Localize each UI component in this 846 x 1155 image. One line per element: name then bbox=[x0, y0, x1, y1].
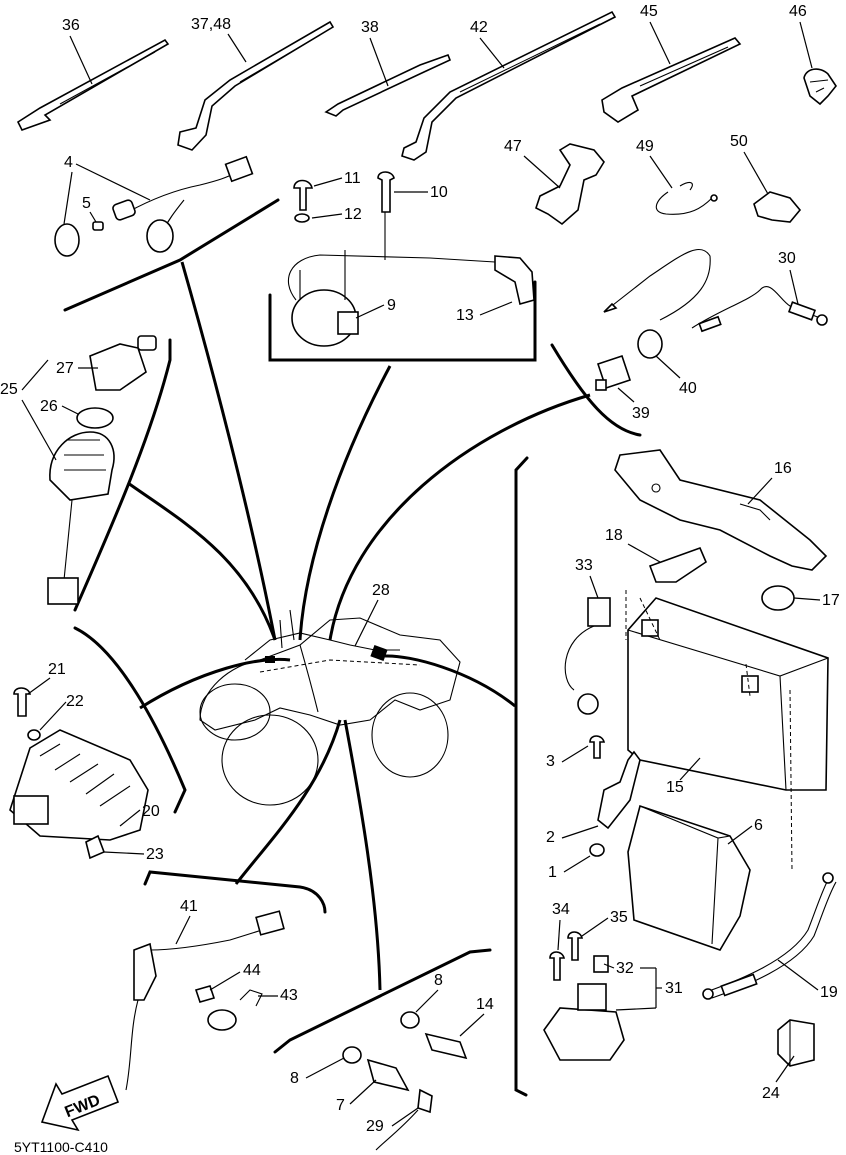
label-21: 21 bbox=[48, 661, 66, 678]
atv-vehicle-outline bbox=[199, 609, 461, 806]
lead-harness-4 bbox=[54, 155, 254, 257]
label-8-upper: 8 bbox=[434, 972, 443, 989]
label-28: 28 bbox=[372, 582, 390, 599]
bracket-47 bbox=[535, 143, 605, 226]
label-16: 16 bbox=[774, 460, 792, 477]
cable-tie-36 bbox=[16, 38, 170, 131]
label-15: 15 bbox=[666, 779, 684, 796]
sensor-group-7-14-29 bbox=[342, 1011, 468, 1151]
label-32: 32 bbox=[616, 960, 634, 977]
label-26: 26 bbox=[40, 398, 58, 415]
label-8-lower: 8 bbox=[290, 1070, 299, 1087]
label-3: 3 bbox=[546, 753, 555, 770]
main-switch-25 bbox=[47, 335, 157, 605]
label-7: 7 bbox=[336, 1097, 345, 1114]
band-18 bbox=[648, 546, 707, 583]
label-27: 27 bbox=[56, 360, 74, 377]
cable-tie-37-48 bbox=[177, 20, 335, 151]
label-43: 43 bbox=[280, 987, 298, 1004]
relay-24 bbox=[777, 1019, 815, 1067]
label-5: 5 bbox=[82, 195, 91, 212]
sensor-group-30-39-40 bbox=[595, 249, 828, 391]
group-brackets bbox=[63, 198, 642, 1097]
label-36: 36 bbox=[62, 17, 80, 34]
battery-15 bbox=[625, 590, 829, 871]
label-29: 29 bbox=[366, 1118, 384, 1135]
label-41: 41 bbox=[180, 898, 198, 915]
label-33: 33 bbox=[575, 557, 593, 574]
label-14: 14 bbox=[476, 996, 494, 1013]
label-25: 25 bbox=[0, 381, 18, 398]
ignition-coil-9 bbox=[287, 171, 535, 347]
battery-box-16 bbox=[614, 449, 828, 571]
label-24: 24 bbox=[762, 1085, 780, 1102]
label-46: 46 bbox=[789, 3, 807, 20]
label-12: 12 bbox=[344, 206, 362, 223]
label-34: 34 bbox=[552, 901, 570, 918]
label-10: 10 bbox=[430, 184, 448, 201]
diagram-code: 5YT1100-C410 bbox=[14, 1139, 108, 1155]
label-35: 35 bbox=[610, 909, 628, 926]
label-13: 13 bbox=[456, 307, 474, 324]
cable-tie-45 bbox=[601, 37, 742, 123]
clamp-46 bbox=[803, 68, 837, 106]
rectifier-regulator-20 bbox=[9, 687, 149, 860]
label-47: 47 bbox=[504, 138, 522, 155]
label-38: 38 bbox=[361, 19, 379, 36]
label-23: 23 bbox=[146, 846, 164, 863]
fwd-arrow-icon bbox=[40, 1074, 120, 1132]
connector-33 bbox=[564, 597, 611, 715]
leader-curves bbox=[127, 261, 591, 991]
label-31: 31 bbox=[665, 980, 683, 997]
grommet-17 bbox=[761, 585, 795, 611]
label-18: 18 bbox=[605, 527, 623, 544]
label-44: 44 bbox=[243, 962, 261, 979]
label-9: 9 bbox=[387, 297, 396, 314]
label-22: 22 bbox=[66, 693, 84, 710]
label-37-48: 37,48 bbox=[191, 16, 231, 33]
label-2: 2 bbox=[546, 829, 555, 846]
switch-lead-41 bbox=[125, 910, 285, 1091]
label-17: 17 bbox=[822, 592, 840, 609]
label-45: 45 bbox=[640, 3, 658, 20]
clamp-49 bbox=[655, 181, 718, 215]
label-39: 39 bbox=[632, 405, 650, 422]
starter-relay-31 bbox=[543, 931, 625, 1061]
label-49: 49 bbox=[636, 138, 654, 155]
battery-cable-19 bbox=[702, 872, 837, 1000]
label-19: 19 bbox=[820, 984, 838, 1001]
label-20: 20 bbox=[142, 803, 160, 820]
label-11: 11 bbox=[344, 170, 361, 187]
label-50: 50 bbox=[730, 133, 748, 150]
callout-labels: 36 37,48 38 42 45 46 4 5 11 10 12 9 13 4… bbox=[0, 3, 840, 1135]
label-1: 1 bbox=[548, 864, 557, 881]
label-30: 30 bbox=[778, 250, 796, 267]
ecu-6 bbox=[589, 735, 751, 951]
label-6: 6 bbox=[754, 817, 763, 834]
label-4: 4 bbox=[64, 154, 73, 171]
clamp-50 bbox=[753, 191, 802, 223]
label-42: 42 bbox=[470, 19, 488, 36]
label-40: 40 bbox=[679, 380, 697, 397]
cable-tie-42 bbox=[401, 10, 617, 161]
